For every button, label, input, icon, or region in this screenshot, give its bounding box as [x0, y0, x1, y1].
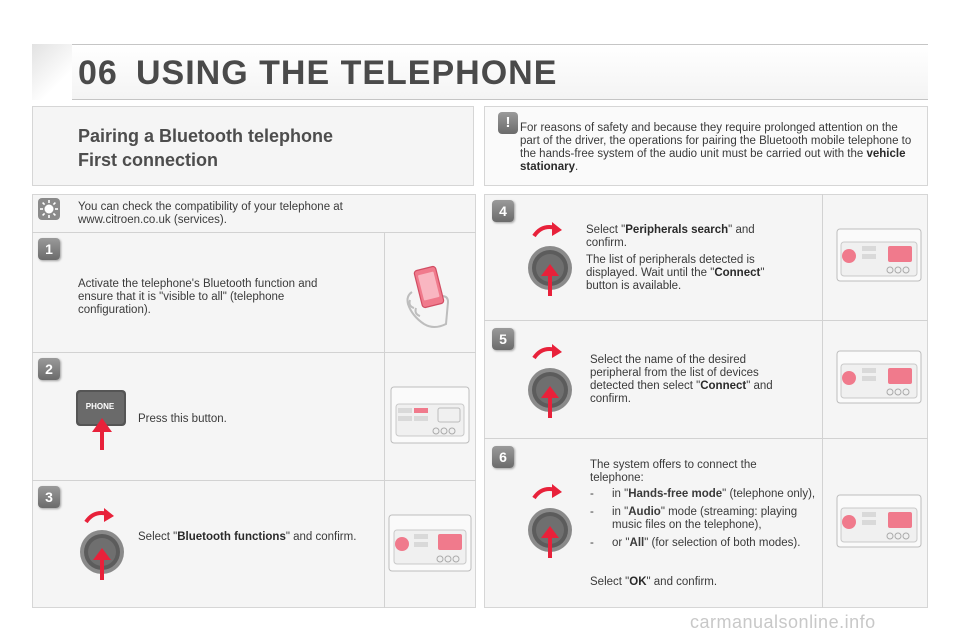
list-item: - in "Hands-free mode" (telephone only),: [590, 488, 818, 501]
list-item: - in "Audio" mode (streaming: playing mu…: [590, 506, 818, 532]
radio-unit-icon: [388, 514, 472, 577]
exclamation-icon: !: [498, 112, 518, 134]
connection-options-list: - in "Hands-free mode" (telephone only),…: [590, 488, 818, 555]
list-dash: -: [590, 537, 594, 549]
list-item: - or "All" (for selection of both modes)…: [590, 537, 818, 550]
hand-phone-icon: [398, 262, 458, 337]
option-hands-free: in "Hands-free mode" (telephone only),: [612, 488, 816, 500]
step-3-text: Select "Bluetooth functions" and confirm…: [138, 531, 357, 543]
intro-panel: [32, 106, 474, 186]
step-6-intro: The system offers to connect the telepho…: [590, 459, 757, 484]
step-2-text: Press this button.: [138, 413, 227, 425]
step-6-final: Select "OK" and confirm.: [590, 576, 718, 588]
lightbulb-icon: [38, 198, 60, 225]
option-audio: in "Audio" mode (streaming: playing musi…: [612, 506, 798, 531]
row-separator: [32, 232, 476, 233]
radio-unit-icon: [836, 494, 922, 553]
radio-unit-icon: [836, 228, 922, 287]
section-subheading: First connection: [78, 150, 219, 170]
chapter-header: [32, 44, 928, 100]
option-all: or "All" (for selection of both modes).: [612, 537, 801, 549]
rotary-knob-icon: [74, 508, 134, 585]
row-separator: [484, 438, 928, 439]
row-separator: [32, 352, 476, 353]
section-heading: Pairing a Bluetooth telephone: [78, 126, 334, 146]
rotary-knob-icon: [522, 484, 582, 563]
rotary-knob-icon: [522, 222, 582, 301]
rotary-knob-icon: [522, 344, 582, 423]
column-separator: [822, 194, 823, 608]
watermark: carmanualsonline.info: [690, 612, 876, 632]
tip-text: You can check the compatibility of your …: [78, 201, 343, 226]
row-separator: [484, 320, 928, 321]
list-dash: -: [590, 488, 594, 500]
phone-button-icon: [74, 388, 130, 455]
warning-panel: [484, 106, 928, 186]
radio-unit-icon: [390, 386, 470, 449]
step-2-badge: 2: [38, 358, 60, 380]
step-1-text: Activate the telephone's Bluetooth funct…: [78, 278, 318, 316]
chapter-number: 06: [78, 54, 118, 92]
row-separator: [32, 480, 476, 481]
warning-text: For reasons of safety and because they r…: [520, 122, 912, 173]
column-separator: [384, 232, 385, 608]
step-4-badge: 4: [492, 200, 514, 222]
step-6-badge: 6: [492, 446, 514, 468]
header-fold: [32, 44, 72, 100]
step-3-badge: 3: [38, 486, 60, 508]
step-5-text: Select the name of the desired periphera…: [590, 354, 773, 405]
chapter-title: USING THE TELEPHONE: [136, 54, 558, 92]
radio-unit-icon: [836, 350, 922, 409]
step-4-text: Select "Peripherals search" and confirm.…: [586, 224, 765, 292]
list-dash: -: [590, 506, 594, 518]
step-5-badge: 5: [492, 328, 514, 350]
step-1-badge: 1: [38, 238, 60, 260]
phone-button-label: PHONE: [85, 402, 115, 411]
